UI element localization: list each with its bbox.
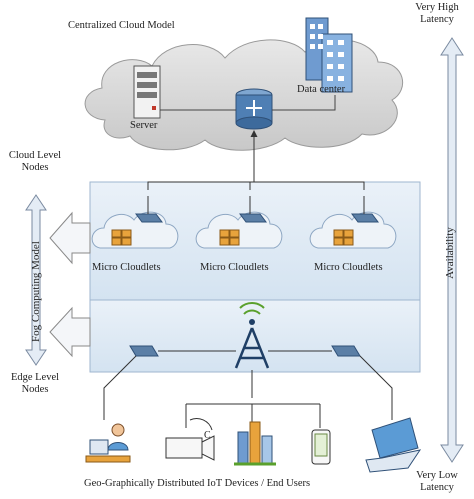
cloudlet-bus <box>147 181 365 190</box>
device-bus <box>185 403 321 428</box>
data-center-icon <box>305 17 353 93</box>
micro-cloudlet-3 <box>309 196 397 249</box>
cloud-level-label: Cloud Level Nodes <box>8 150 62 173</box>
cloudlet-label-1: Micro Cloudlets <box>92 262 161 273</box>
server-label: Server <box>130 120 158 131</box>
edge-level-label: Edge Level Nodes <box>10 372 60 395</box>
user-desktop-icon <box>85 423 131 463</box>
phone-icon <box>311 429 331 465</box>
cloudlet-left-arrow <box>49 211 91 265</box>
fog-model-label: Fog Computing Model <box>30 241 42 342</box>
edge-router-left-icon <box>129 345 159 357</box>
right-double-arrow <box>440 37 464 463</box>
camera-mark: C <box>204 430 211 441</box>
server-icon <box>133 65 161 119</box>
datacenter-label: Data center <box>297 84 346 95</box>
cloudlet-label-3: Micro Cloudlets <box>314 262 383 273</box>
city-icon <box>234 421 276 466</box>
devices-caption: Geo-Graphically Distributed IoT Devices … <box>84 478 311 489</box>
datacenter-link <box>272 95 336 111</box>
availability-label: Availability <box>444 227 456 279</box>
cloudlet-label-2: Micro Cloudlets <box>200 262 269 273</box>
laptop-icon <box>365 417 422 473</box>
edge-left-arrow <box>49 306 91 358</box>
camera-icon <box>165 418 215 461</box>
cell-tower-icon <box>234 302 270 369</box>
micro-cloudlet-1 <box>91 196 179 249</box>
edge-left-down <box>103 355 137 420</box>
central-router-icon <box>235 88 273 130</box>
low-latency-label: Very Low Latency <box>416 470 458 493</box>
edge-right-down <box>359 355 393 420</box>
left-double-arrow <box>25 194 47 366</box>
diagram-title: Centralized Cloud Model <box>68 20 175 31</box>
high-latency-label: Very High Latency <box>415 2 459 25</box>
micro-cloudlet-2 <box>195 196 283 249</box>
